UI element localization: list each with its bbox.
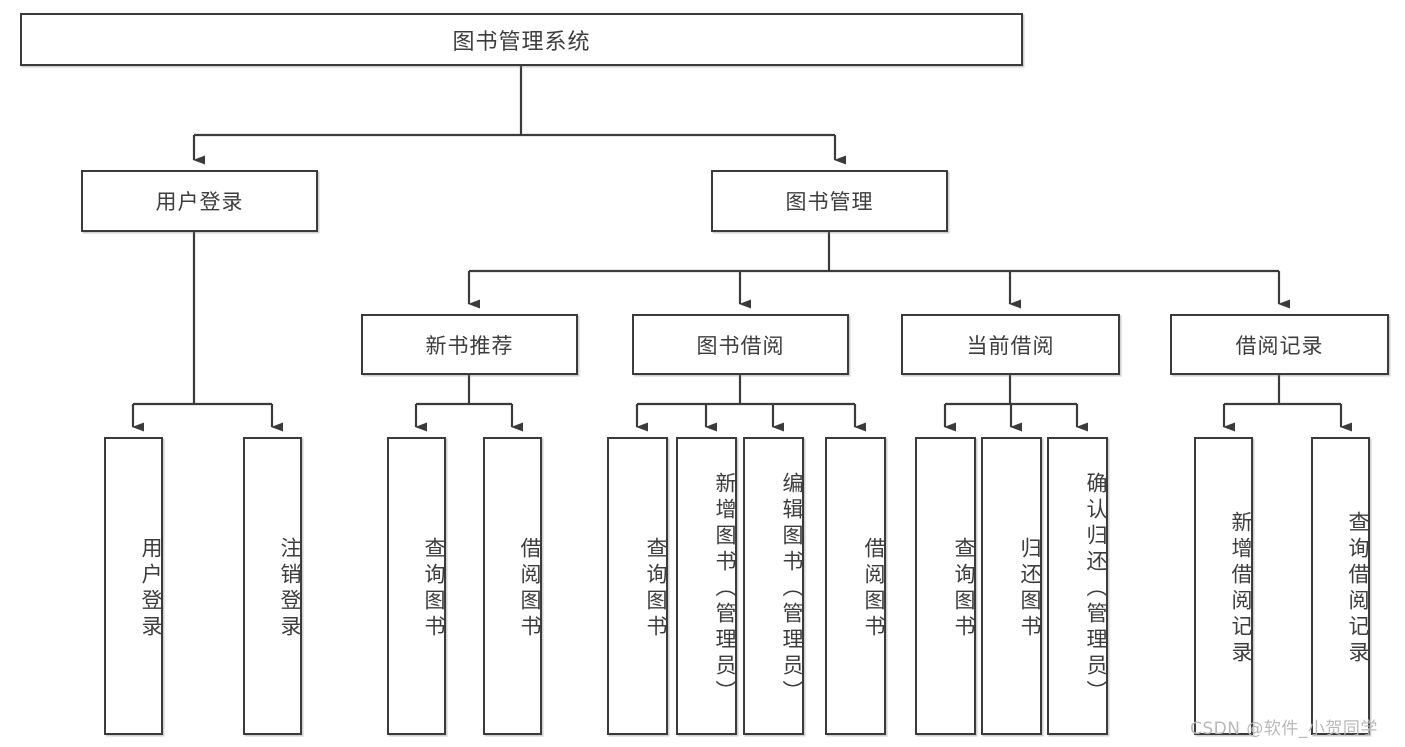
node-book-borrow[interactable]: 图书借阅 [632,314,849,375]
node-book-management[interactable]: 图书管理 [711,170,948,232]
leaf-add-borrow-record[interactable]: 新增借阅记录 [1194,437,1253,735]
node-root-book-management-system[interactable]: 图书管理系统 [20,13,1023,66]
leaf-add-book-admin[interactable]: 新增图书（管理员） [676,437,737,735]
csdn-watermark: CSDN @软件_小贺同学 [1190,719,1378,739]
leaf-borrow-book[interactable]: 借阅图书 [825,437,886,735]
leaf-user-login[interactable]: 用户登录 [104,437,163,735]
leaf-query-borrow-record[interactable]: 查询借阅记录 [1311,437,1370,735]
node-new-book-recommend[interactable]: 新书推荐 [361,314,578,375]
leaf-query-book-borrow[interactable]: 查询图书 [607,437,668,735]
leaf-edit-book-admin[interactable]: 编辑图书（管理员） [743,437,804,735]
leaf-query-book-current[interactable]: 查询图书 [915,437,976,735]
leaf-confirm-return-admin[interactable]: 确认归还（管理员） [1047,437,1108,735]
leaf-borrow-book-new[interactable]: 借阅图书 [483,437,542,735]
node-user-login[interactable]: 用户登录 [81,170,318,232]
node-borrow-record[interactable]: 借阅记录 [1170,314,1389,375]
leaf-return-book[interactable]: 归还图书 [981,437,1042,735]
leaf-query-book-new[interactable]: 查询图书 [387,437,446,735]
leaf-logout[interactable]: 注销登录 [243,437,302,735]
node-current-borrow[interactable]: 当前借阅 [901,314,1120,375]
